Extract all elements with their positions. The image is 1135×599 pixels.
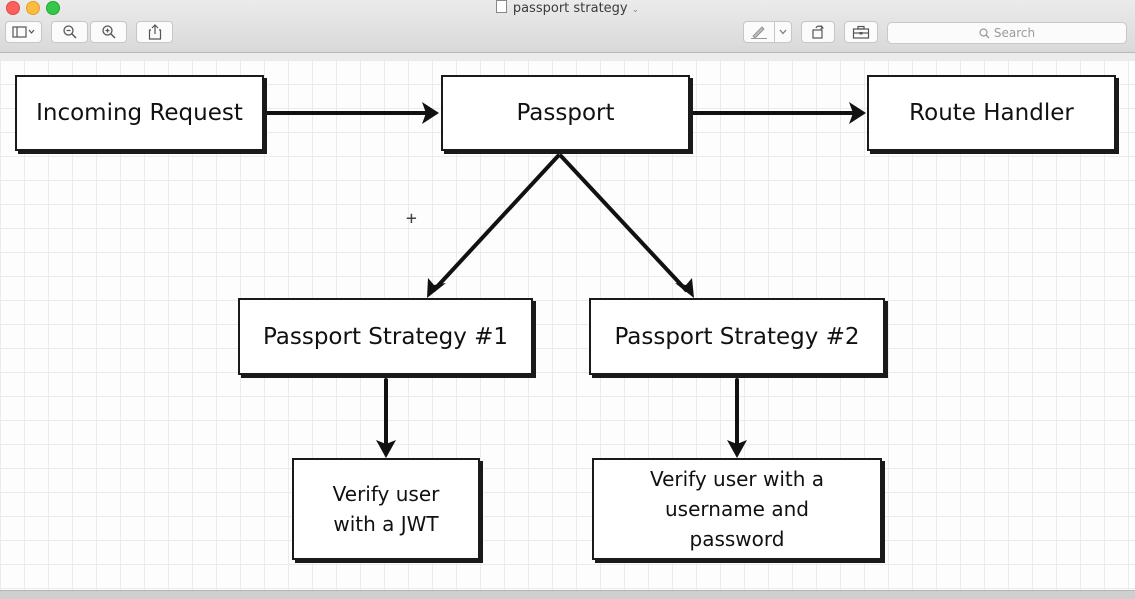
chevron-down-icon: ⌄ bbox=[631, 5, 640, 15]
rotate-button[interactable] bbox=[801, 21, 835, 43]
search-icon bbox=[979, 27, 990, 38]
minimize-window-button[interactable] bbox=[26, 1, 40, 15]
markup-button[interactable] bbox=[743, 21, 775, 43]
passport-strategy-1-label: Passport Strategy #1 bbox=[262, 323, 509, 350]
search-field[interactable]: Search bbox=[887, 22, 1127, 44]
passport-node[interactable]: Passport bbox=[441, 75, 690, 151]
passport-strategy-2-node[interactable]: Passport Strategy #2 bbox=[589, 298, 885, 375]
arrowhead-route-handler bbox=[849, 102, 866, 124]
document-icon bbox=[495, 0, 507, 13]
passport-strategy-1-node[interactable]: Passport Strategy #1 bbox=[238, 298, 533, 375]
arrowhead-strategy-2 bbox=[675, 278, 694, 298]
passport-strategy-2-label: Passport Strategy #2 bbox=[614, 323, 860, 350]
incoming-request-label: Incoming Request bbox=[36, 100, 243, 126]
window-bottom-edge bbox=[0, 590, 1135, 599]
arrow-passport-to-strategy-2 bbox=[559, 154, 688, 292]
window-titlebar: passport strategy⌄ bbox=[0, 0, 1135, 53]
window-title-text: passport strategy bbox=[512, 1, 628, 16]
close-window-button[interactable] bbox=[6, 1, 20, 15]
arrowhead-userpass bbox=[727, 440, 747, 458]
search-placeholder: Search bbox=[993, 26, 1036, 40]
zoom-in-button[interactable] bbox=[90, 21, 127, 43]
sidebar-toggle-button[interactable] bbox=[5, 21, 42, 43]
share-icon bbox=[148, 24, 161, 40]
share-button[interactable] bbox=[136, 21, 173, 43]
chevron-down-icon bbox=[779, 29, 787, 35]
zoom-out-button[interactable] bbox=[51, 21, 88, 43]
zoom-in-icon bbox=[101, 25, 116, 39]
route-handler-node[interactable]: Route Handler bbox=[867, 75, 1116, 151]
route-handler-label: Route Handler bbox=[909, 100, 1074, 126]
toolbox-button[interactable] bbox=[844, 21, 878, 43]
markup-menu-button[interactable] bbox=[774, 21, 792, 43]
incoming-request-node[interactable]: Incoming Request bbox=[15, 75, 264, 151]
pen-icon bbox=[751, 26, 767, 39]
passport-label: Passport bbox=[516, 100, 615, 126]
verify-jwt-label: Verify user with a JWT bbox=[332, 482, 440, 536]
verify-username-password-label: Verify user with a username and password bbox=[649, 467, 825, 551]
verify-username-password-node[interactable]: Verify user with a username and password bbox=[592, 458, 882, 560]
crosshair-cursor-icon: + bbox=[406, 208, 417, 229]
arrowhead-jwt bbox=[376, 440, 396, 458]
window-title[interactable]: passport strategy⌄ bbox=[0, 0, 1135, 16]
sidebar-icon bbox=[11, 26, 34, 38]
arrowhead-passport bbox=[422, 102, 439, 124]
rotate-icon bbox=[812, 25, 824, 39]
arrow-passport-to-strategy-1 bbox=[432, 154, 560, 292]
arrowhead-strategy-1 bbox=[427, 278, 446, 298]
verify-jwt-node[interactable]: Verify user with a JWT bbox=[292, 458, 480, 560]
zoom-out-icon bbox=[62, 25, 77, 39]
zoom-window-button[interactable] bbox=[46, 1, 60, 15]
toolbox-icon bbox=[852, 25, 870, 39]
